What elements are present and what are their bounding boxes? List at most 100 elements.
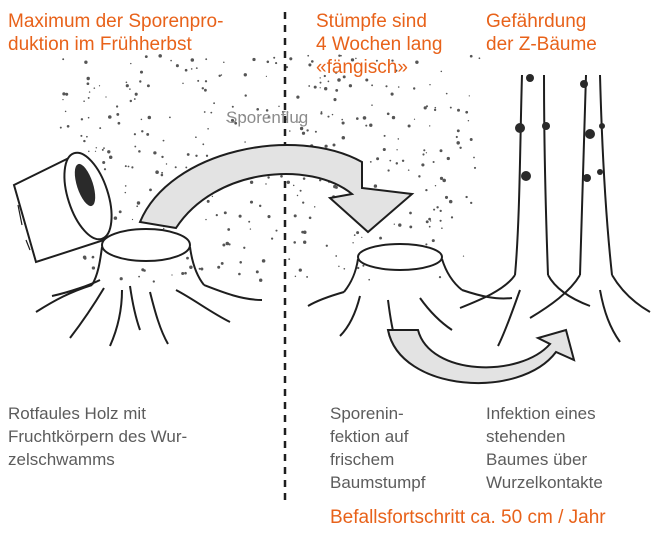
heading-spore-production: Maximum der Sporenpro- duktion im Frühhe… [8,10,223,56]
spore-dot [88,97,90,99]
spore-dot [451,216,453,218]
spore-dot [433,161,435,163]
spore-dot [84,61,87,64]
spore-dot [398,223,401,226]
spore-dot [293,185,295,187]
spore-dot [387,169,389,171]
spore-dot [245,94,247,96]
spore-dot [396,149,397,150]
spore-dot [473,157,475,159]
spore-dot [434,107,436,109]
heading-tree-danger: Gefährdung der Z-Bäume [486,10,597,56]
spore-dot [213,102,215,104]
spore-dot [206,155,208,157]
spore-dot [426,105,428,107]
spore-dot [425,189,427,191]
spore-dot [315,131,317,133]
spore-dot [429,226,431,228]
spore-dot [479,57,481,59]
spore-dot [138,276,140,278]
spore-dot [294,214,297,217]
spore-dot [248,221,250,223]
spore-dot [374,184,377,187]
spore-dot [447,157,450,160]
label-spore-infection: Sporenin- fektion auf frischem Baumstump… [330,402,425,494]
spore-dot [333,144,336,147]
spore-dot [389,160,391,162]
spore-dot [105,96,106,97]
spore-dot [126,81,128,83]
spore-dot [118,122,121,125]
spore-dot [363,116,367,120]
spore-dot [191,58,195,62]
spore-dot [463,256,464,257]
spore-dot [138,150,141,153]
spore-dot [92,266,95,269]
spore-dot [391,93,394,96]
spore-dot [385,85,387,87]
spore-dot [343,268,345,270]
spore-dot [422,153,424,155]
spore-dot [186,257,189,260]
spore-dot [116,105,118,107]
spore-dot [191,68,193,70]
spore-dot [153,151,156,154]
spore-dot [333,185,336,188]
spore-dot [102,149,104,151]
spore-dot [267,61,270,64]
spore-dot [433,209,435,211]
spore-dot [199,268,201,270]
spore-dot [92,257,93,258]
spore-dot [169,116,171,118]
tree-damage-spots [515,74,605,182]
spore-dot [155,170,159,174]
spore-dot [332,114,333,115]
spore-dot [204,89,207,92]
spore-dot [224,211,227,214]
spore-dot [161,156,163,158]
spore-dot [295,276,296,277]
spore-dot [163,140,165,142]
spore-dot [119,210,122,213]
spore-dot [392,116,395,119]
spore-dot [320,82,322,84]
spore-dot [426,152,427,153]
spore-dot [62,99,63,100]
spore-dot [445,196,448,199]
spore-dot [299,268,302,271]
spore-dot [207,128,209,130]
spore-dot [116,113,119,116]
spore-dot [468,120,469,121]
spore-dot [384,135,386,137]
spore-dot [88,117,90,119]
spore-dot [136,205,138,207]
spore-dot [148,116,152,120]
spore-dot [89,91,90,92]
spore-dot [83,140,85,142]
spore-dot [182,83,183,84]
spore-dot [341,119,343,121]
spore-dot [446,93,448,95]
spore-dot [80,135,82,137]
spore-dot [306,129,308,131]
spore-dot [357,267,359,269]
spore-dot [94,87,96,89]
spore-dot [205,58,207,60]
spore-dot [107,150,110,153]
spore-dot [200,268,203,271]
spore-dot [259,205,261,207]
spore-dot [428,218,431,221]
spore-dot [324,87,327,90]
spore-dot [99,85,100,86]
spore-dot [311,60,314,63]
spore-dot [195,155,197,157]
spore-dot [296,95,299,98]
spore-dot [212,196,213,197]
spore-dot [440,177,443,180]
spore-dot [333,98,336,101]
spore-dot [244,141,246,143]
spore-dot [398,86,400,88]
spore-dot [429,84,430,85]
spore-dot [356,117,359,120]
spore-dot [259,279,262,282]
